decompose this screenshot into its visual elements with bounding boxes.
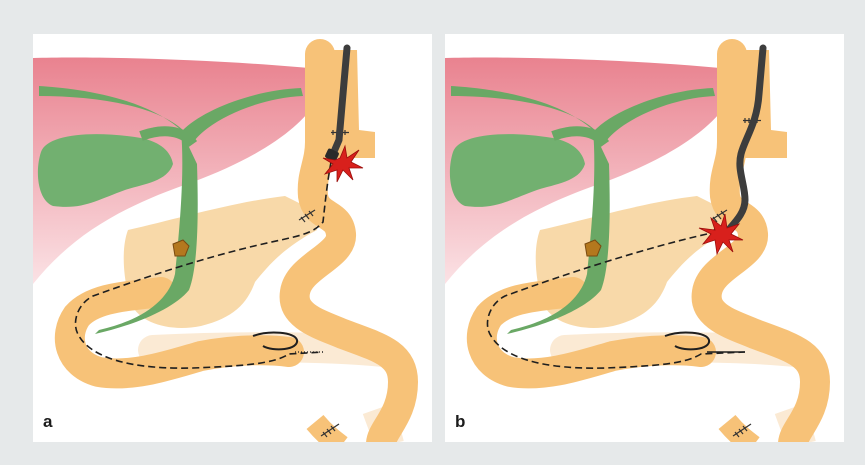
panel-label-a: a — [43, 412, 52, 432]
panel-label-b: b — [455, 412, 465, 432]
panel-b: b — [445, 34, 844, 442]
panel-a: a — [33, 34, 432, 442]
anatomy-diagram-a — [33, 34, 432, 442]
anatomy-diagram-b — [445, 34, 844, 442]
